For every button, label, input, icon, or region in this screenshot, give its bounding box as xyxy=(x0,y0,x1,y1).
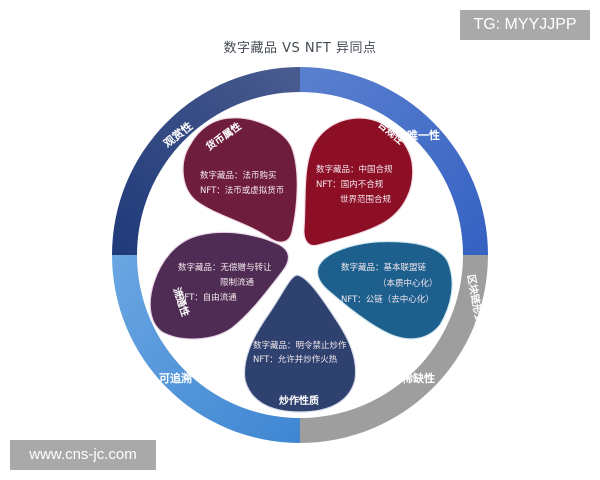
petal-line: 数字藏品：法币购买 xyxy=(200,170,277,181)
petal-line: 世界范围合规 xyxy=(340,194,392,205)
diagram-title: 数字藏品 VS NFT 异同点 xyxy=(223,41,377,56)
petal-line: NFT：国内不合规 xyxy=(316,179,384,190)
petal-line: 限制流通 xyxy=(220,277,255,288)
ring-label-bottom-left: 可追溯 xyxy=(159,371,192,385)
petal-title: 炒作性质 xyxy=(279,394,319,407)
petal-line: NFT：公链（去中心化） xyxy=(341,294,434,305)
petal-line: NFT：允许并炒作火热 xyxy=(253,354,338,365)
petal-blockchain-form: 数字藏品：基本联盟链 （本质中心化） NFT：公链（去中心化） 区块链形式 xyxy=(316,241,486,340)
petal-line: 数字藏品：明令禁止炒作 xyxy=(253,340,347,351)
ring-label-top-right: 唯一性 xyxy=(407,128,440,142)
petal-circulation: 数字藏品：无偿赠与转让 限制流通 NFT：自由流通 流通性 xyxy=(149,231,290,340)
watermark-website: www.cns-jc.com xyxy=(10,440,156,470)
petal-line: NFT：法币或虚拟货币 xyxy=(200,185,284,196)
ring-segment-bottom-left xyxy=(112,255,300,443)
petal-currency-attribute: 货币属性 数字藏品：法币购买 NFT：法币或虚拟货币 xyxy=(182,117,298,243)
petal-line: 数字藏品：中国合规 xyxy=(316,164,393,175)
ring-label-bottom-right: 稀缺性 xyxy=(402,371,435,385)
watermark-telegram: TG: MYYJJPP xyxy=(460,10,590,40)
petal-line: 数字藏品：无偿赠与转让 xyxy=(178,262,272,273)
ring-segment-top-left xyxy=(112,67,300,255)
outer-ring xyxy=(112,67,488,443)
petal-speculation: 数字藏品：明令禁止炒作 NFT：允许并炒作火热 炒作性质 xyxy=(243,274,357,413)
petal-line: （本质中心化） xyxy=(378,278,438,289)
petal-line: 数字藏品：基本联盟链 xyxy=(341,262,427,273)
ring-segment-top-right xyxy=(300,67,488,255)
petal-line: NFT：自由流通 xyxy=(178,292,237,303)
ring-segment-bottom-right xyxy=(300,255,488,443)
petal-compliance: 合规性 数字藏品：中国合规 NFT：国内不合规 世界范围合规 xyxy=(303,117,414,247)
